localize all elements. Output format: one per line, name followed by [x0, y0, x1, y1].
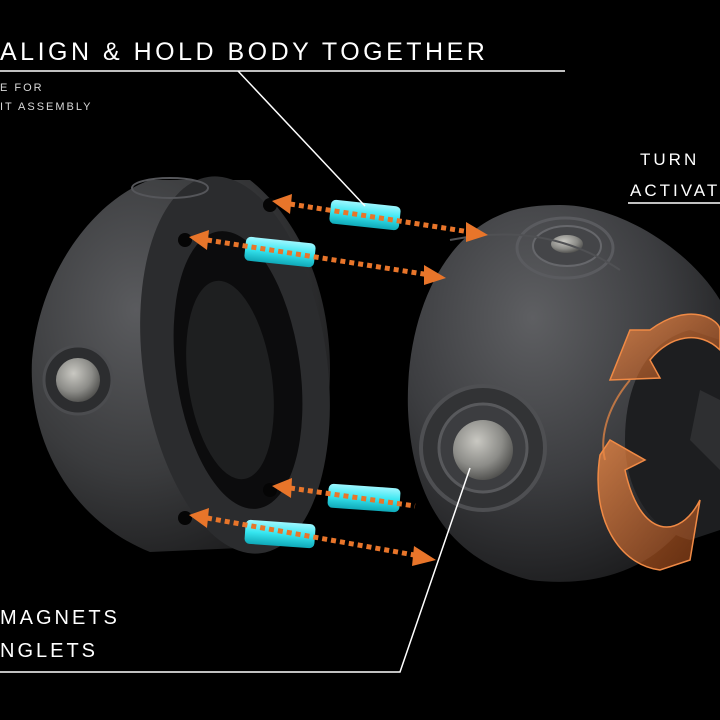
arrow-bottom-2-icon [206, 515, 421, 559]
rotation-arrows-icon [597, 313, 720, 571]
left-body-half [31, 176, 331, 554]
headline-leader-line [237, 70, 366, 207]
arrow-top-1-icon [289, 201, 471, 235]
arrow-top-2-icon [206, 237, 431, 278]
left-magnet [42, 344, 114, 416]
magnets-label-line-1: MAGNETS [0, 607, 120, 629]
magnets-leader-line [0, 467, 471, 673]
subtitle-line-2: IT ASSEMBLY [0, 101, 93, 113]
arrow-bottom-1-icon [289, 485, 416, 509]
right-magnet [419, 384, 547, 512]
turn-label-line-2: ACTIVAT [630, 181, 720, 200]
subtitle-line-1: E FOR [0, 82, 44, 94]
magnets-label-line-2: NGLETS [0, 640, 99, 662]
turn-label-line-1: TURN [640, 150, 700, 169]
headline: ALIGN & HOLD BODY TOGETHER [0, 38, 489, 66]
